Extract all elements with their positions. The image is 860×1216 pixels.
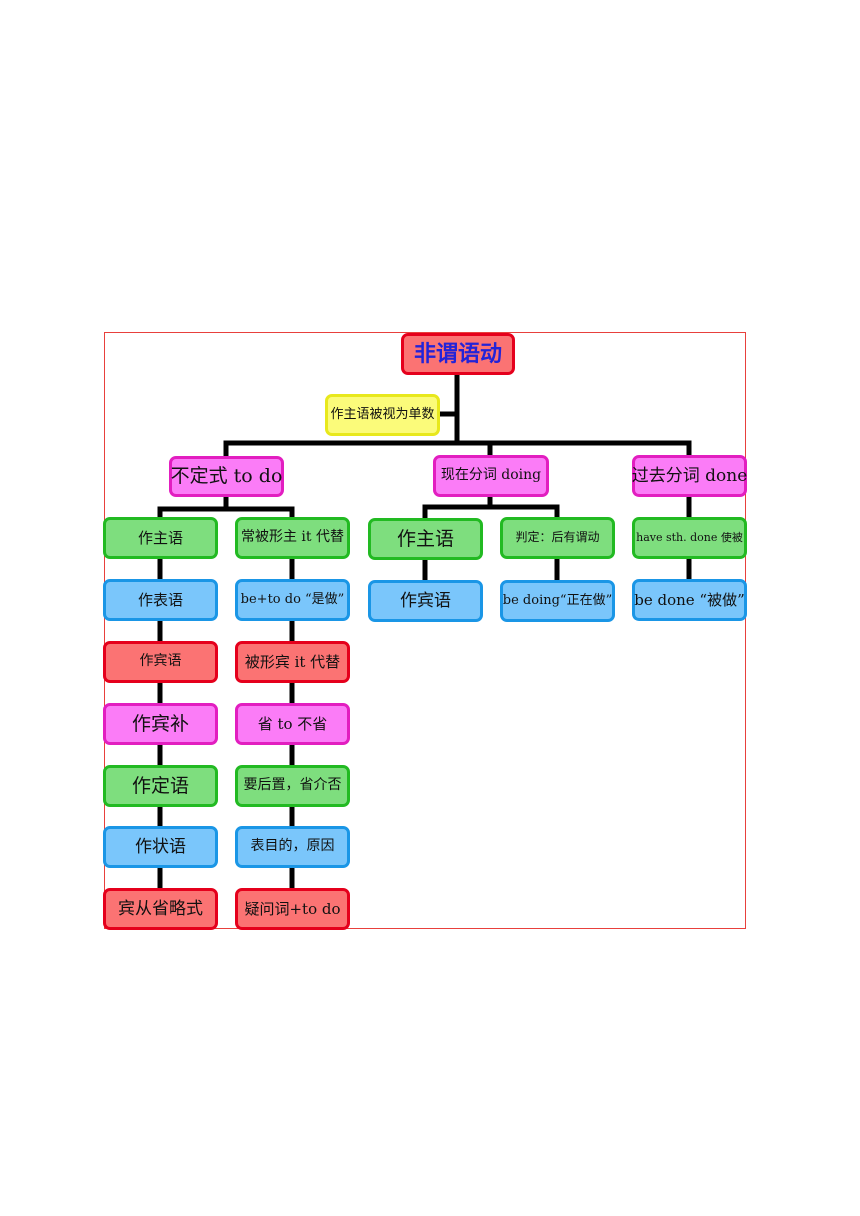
infinitive-note-question-word: 疑问词+to do	[235, 888, 350, 930]
past-note-have-sth-done: have sth. done 使被	[632, 517, 747, 559]
infinitive-note-formal-subject: 常被形主 it 代替	[235, 517, 350, 559]
branch-infinitive: 不定式 to do	[169, 456, 284, 497]
infinitive-as-object-complement: 作宾补	[103, 703, 218, 745]
note-singular-subject: 作主语被视为单数	[325, 394, 440, 436]
branch-past-participle: 过去分词 done	[632, 455, 747, 497]
diagram-frame	[104, 332, 746, 929]
infinitive-note-postposition: 要后置，省介否	[235, 765, 350, 807]
present-as-object: 作宾语	[368, 580, 483, 622]
past-note-be-done: be done “被做”	[632, 579, 747, 621]
root-node: 非谓语动	[401, 333, 515, 375]
infinitive-note-purpose-reason: 表目的，原因	[235, 826, 350, 868]
infinitive-object-clause-ellipsis: 宾从省略式	[103, 888, 218, 930]
infinitive-as-object: 作宾语	[103, 641, 218, 683]
infinitive-as-predicative: 作表语	[103, 579, 218, 621]
present-note-be-doing: be doing“正在做”	[500, 580, 615, 622]
infinitive-as-adverbial: 作状语	[103, 826, 218, 868]
infinitive-note-to-omission: 省 to 不省	[235, 703, 350, 745]
present-as-subject: 作主语	[368, 518, 483, 560]
present-note-judgement: 判定：后有谓动	[500, 517, 615, 559]
infinitive-as-attributive: 作定语	[103, 765, 218, 807]
branch-present-participle: 现在分词 doing	[433, 455, 549, 497]
infinitive-note-be-to-do: be+to do “是做”	[235, 579, 350, 621]
infinitive-as-subject: 作主语	[103, 517, 218, 559]
infinitive-note-formal-object: 被形宾 it 代替	[235, 641, 350, 683]
